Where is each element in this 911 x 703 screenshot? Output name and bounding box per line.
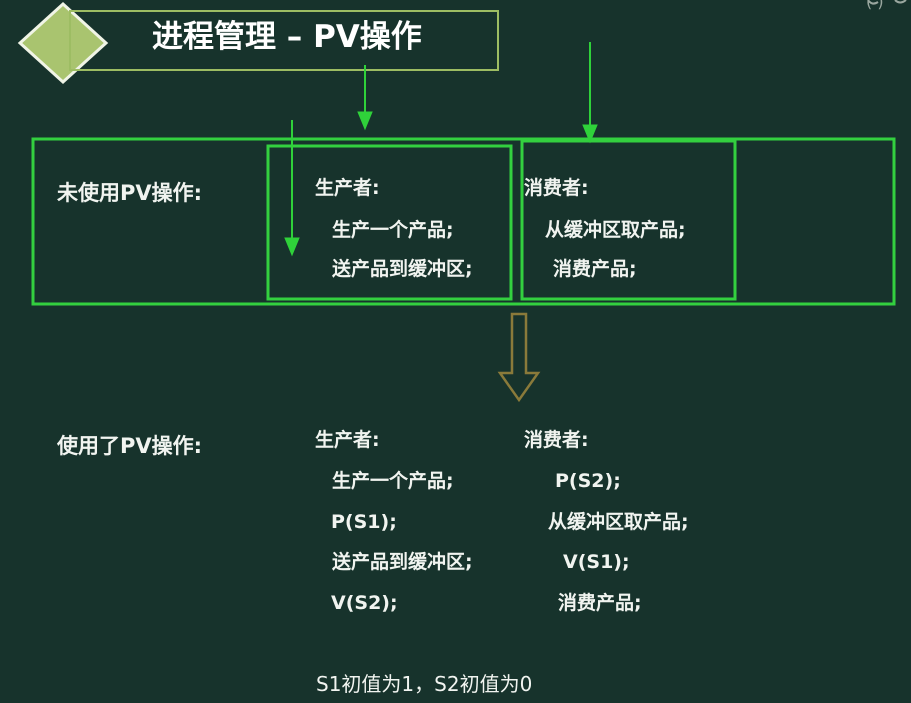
producer-line: P(S1); xyxy=(331,511,397,533)
consumer-line: P(S2); xyxy=(555,470,621,492)
corner-fragment-text: ( ) xyxy=(866,0,884,11)
consumer-line: 消费产品; xyxy=(553,258,637,280)
producer-line: 生产一个产品; xyxy=(332,219,454,241)
with-pv-label: 使用了PV操作: xyxy=(57,434,203,458)
producer-line: 送产品到缓冲区; xyxy=(332,258,473,280)
arrow-down-icon xyxy=(284,120,300,257)
producer-line: 送产品到缓冲区; xyxy=(332,551,473,573)
arrow-down-icon xyxy=(357,65,373,131)
transition-arrow-icon xyxy=(497,312,541,403)
producer-header: 生产者: xyxy=(315,177,380,199)
producer-frame xyxy=(266,144,513,301)
title-banner-frame xyxy=(69,10,499,71)
consumer-line: 消费产品; xyxy=(558,592,642,614)
consumer-header: 消费者: xyxy=(524,177,589,199)
arrow-down-icon xyxy=(582,42,598,144)
page-title: 进程管理 – PV操作 xyxy=(152,19,422,55)
consumer-line: 从缓冲区取产品; xyxy=(548,511,689,533)
without-pv-label: 未使用PV操作: xyxy=(57,181,203,205)
initial-values-note: S1初值为1，S2初值为0 xyxy=(316,672,533,696)
without-pv-outer-frame xyxy=(31,137,896,306)
corner-fragment-icon xyxy=(867,0,907,5)
consumer-line: 从缓冲区取产品; xyxy=(545,219,686,241)
consumer-line: V(S1); xyxy=(563,551,630,573)
producer-line: 生产一个产品; xyxy=(332,470,454,492)
consumer-frame xyxy=(520,139,737,301)
consumer-header: 消费者: xyxy=(524,429,589,451)
diamond-icon xyxy=(17,1,109,85)
producer-header: 生产者: xyxy=(315,429,380,451)
producer-line: V(S2); xyxy=(331,592,398,614)
